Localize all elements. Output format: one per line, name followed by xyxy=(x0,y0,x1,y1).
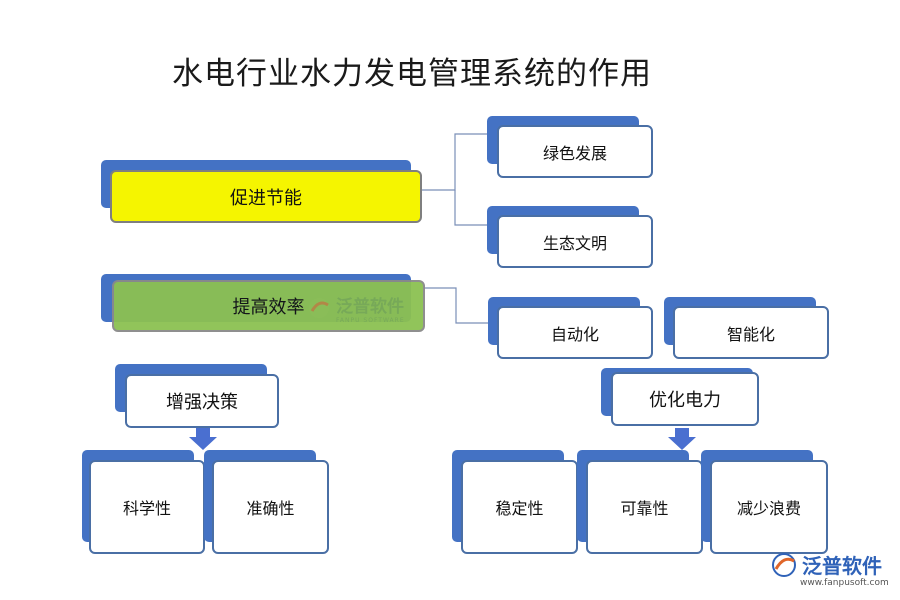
node-label: 科学性 xyxy=(89,460,205,554)
node-label: 稳定性 xyxy=(461,460,578,554)
logo-brand: 泛普软件 xyxy=(802,554,882,578)
node-label: 促进节能 xyxy=(110,170,422,223)
fanpu-mark-icon xyxy=(772,552,796,577)
node-label: 生态文明 xyxy=(497,215,653,268)
node-label: 自动化 xyxy=(497,306,653,359)
node-label: 智能化 xyxy=(673,306,829,359)
node-label: 准确性 xyxy=(212,460,329,554)
down-arrow-decision xyxy=(189,428,217,450)
node-label: 绿色发展 xyxy=(497,125,653,178)
node-label: 减少浪费 xyxy=(710,460,828,554)
logo-url: www.fanpusoft.com xyxy=(800,578,889,588)
node-label: 可靠性 xyxy=(586,460,703,554)
down-arrow-power xyxy=(668,428,696,450)
fanpu-logo: 泛普软件 www.fanpusoft.com xyxy=(770,550,889,588)
page-title: 水电行业水力发电管理系统的作用 xyxy=(172,56,652,92)
node-label: 优化电力 xyxy=(611,372,759,426)
node-label: 提高效率 xyxy=(112,280,425,332)
node-label: 增强决策 xyxy=(125,374,279,428)
